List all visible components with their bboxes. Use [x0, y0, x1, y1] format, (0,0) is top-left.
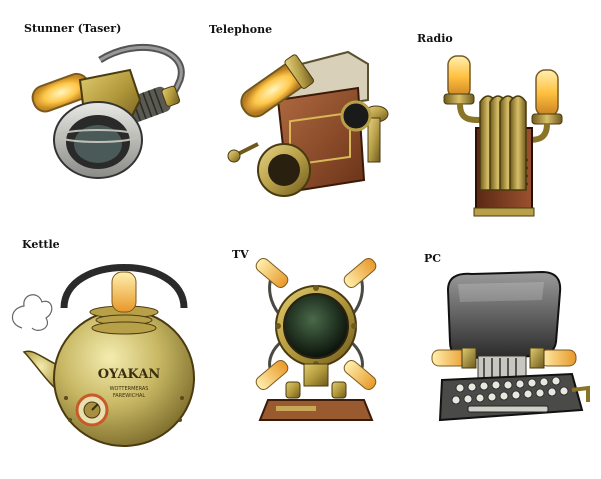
- kettle-line2: FAREWICHAL: [113, 393, 146, 399]
- label-tv: TV: [232, 248, 249, 261]
- telephone-icon: [227, 40, 389, 200]
- kettle-line1: WOTTERMERAS: [110, 386, 149, 392]
- tv-icon: [246, 258, 386, 430]
- label-telephone: Telephone: [209, 23, 273, 36]
- kettle-brand: OYAKAN: [98, 367, 161, 382]
- label-pc: PC: [424, 252, 442, 265]
- label-kettle: Kettle: [22, 238, 60, 251]
- taser-icon: [30, 40, 190, 190]
- radio-icon: [440, 50, 580, 220]
- pc-icon: [431, 270, 592, 440]
- label-radio: Radio: [417, 32, 453, 45]
- label-stunner: Stunner (Taser): [24, 22, 122, 35]
- kettle-icon: OYAKAN WOTTERMERAS FAREWICHAL: [4, 248, 204, 458]
